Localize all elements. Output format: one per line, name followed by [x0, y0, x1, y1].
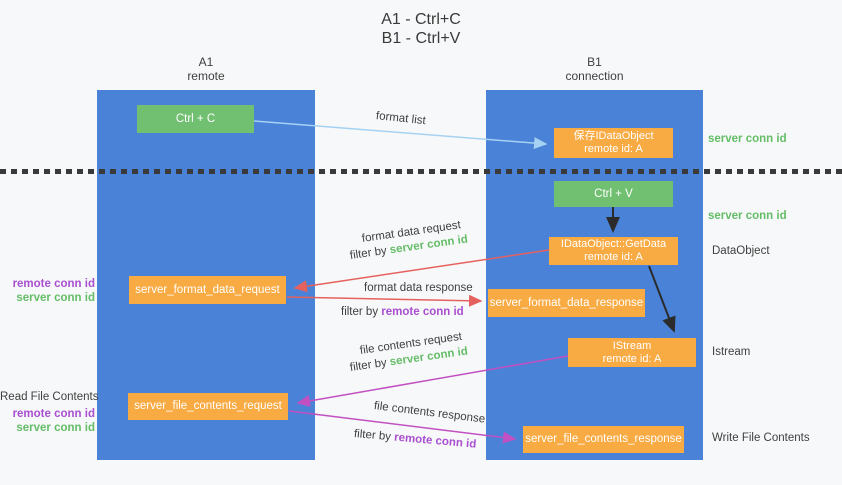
filter-by-remote-conn-id-label-1: filter by remote conn id — [341, 306, 464, 318]
node-save-idataobject: 保存IDataObject remote id: A — [554, 128, 673, 158]
left-column-header: A1 remote — [97, 55, 315, 83]
filter-by-text: filter by — [349, 356, 388, 374]
format-data-response-arrow — [286, 294, 483, 307]
node-istream: IStream remote id: A — [568, 338, 696, 367]
file-contents-response-label: file contents response — [373, 400, 486, 426]
node-idataobject-getdata: IDataObject::GetData remote id: A — [549, 237, 678, 265]
write-file-contents-label: Write File Contents — [712, 432, 810, 444]
node-istream-line2: remote id: A — [602, 352, 662, 365]
diagram-title: A1 - Ctrl+C B1 - Ctrl+V — [0, 10, 842, 48]
filter-by-text: filter by — [341, 306, 379, 318]
server-conn-id-side-label-mid: server conn id — [708, 210, 787, 222]
node-istream-line1: IStream — [612, 339, 652, 352]
title-line-2: B1 - Ctrl+V — [381, 30, 461, 47]
node-server-format-data-response: server_format_data_response — [488, 289, 645, 317]
left-read-file-block: Read File Contents remote conn id server… — [0, 390, 99, 435]
copy-paste-divider-line — [0, 169, 842, 174]
istream-side-label: Istream — [712, 346, 751, 358]
node-ctrl-c-label: Ctrl + C — [175, 112, 216, 125]
filter-by-text: filter by — [349, 244, 388, 262]
node-ctrl-c: Ctrl + C — [137, 105, 254, 133]
node-idataobject-getdata-line1: IDataObject::GetData — [560, 238, 667, 250]
node-ctrl-v-label: Ctrl + V — [594, 187, 633, 200]
remote-conn-id-text: remote conn id — [393, 431, 477, 451]
node-server-file-contents-request: server_file_contents_request — [128, 393, 288, 420]
node-server-format-data-request-label: server_format_data_request — [135, 283, 280, 296]
filter-by-text: filter by — [353, 428, 392, 444]
node-server-format-data-response-label: server_format_data_response — [489, 296, 644, 309]
node-ctrl-v: Ctrl + V — [554, 181, 673, 207]
right-column-subtitle: connection — [565, 69, 624, 83]
server-conn-id-side-label-top: server conn id — [708, 133, 787, 145]
node-idataobject-getdata-line2: remote id: A — [584, 251, 643, 263]
format-data-response-label: format data response — [364, 282, 473, 294]
filter-by-remote-conn-id-label-2: filter by remote conn id — [353, 428, 476, 451]
right-column-name: B1 — [587, 55, 602, 69]
node-server-file-contents-response-label: server_file_contents_response — [525, 433, 682, 445]
node-server-file-contents-response: server_file_contents_response — [523, 426, 684, 453]
format-list-label: format list — [375, 110, 427, 128]
left-column-subtitle: remote — [187, 69, 225, 83]
right-column-header: B1 connection — [486, 55, 703, 83]
remote-conn-id-text: remote conn id — [381, 306, 464, 318]
node-save-idataobject-line1: 保存IDataObject — [573, 130, 654, 142]
title-line-1: A1 - Ctrl+C — [381, 11, 461, 28]
server-conn-id-left-label-1: server conn id — [16, 292, 95, 304]
node-save-idataobject-line2: remote id: A — [584, 143, 643, 155]
remote-conn-id-left-label-1: remote conn id — [12, 278, 95, 290]
left-conn-id-pair-top: remote conn id server conn id — [0, 277, 95, 305]
dataobject-side-label: DataObject — [712, 245, 770, 257]
node-server-file-contents-request-label: server_file_contents_request — [134, 400, 282, 412]
remote-conn-id-left-label-2: remote conn id — [12, 408, 95, 420]
node-server-format-data-request: server_format_data_request — [129, 276, 286, 304]
read-file-contents-label: Read File Contents — [0, 391, 99, 403]
left-column-name: A1 — [198, 55, 214, 69]
server-conn-id-left-label-2: server conn id — [16, 422, 95, 434]
